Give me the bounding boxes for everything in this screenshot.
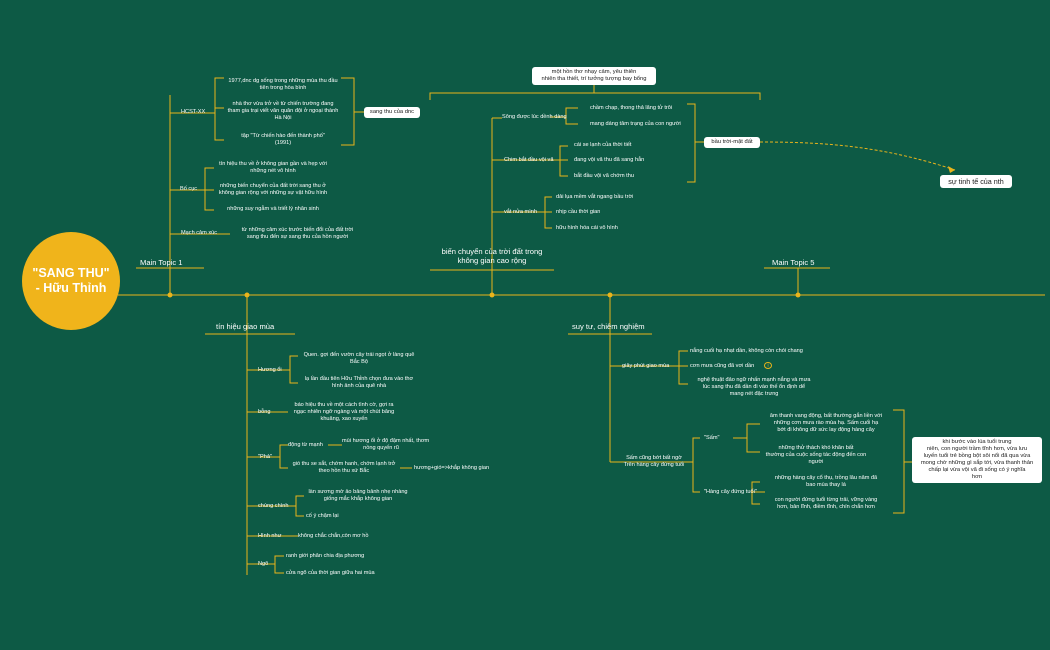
node-sam-1[interactable]: "Sấm": [704, 435, 720, 441]
node-pha-b-item[interactable]: hương+gió=>khắp không gian: [414, 465, 490, 471]
node-huongoi-item-2[interactable]: lạ lần đầu tiên Hữu Thỉnh chọn đưa vào t…: [304, 376, 414, 389]
node-huongoi[interactable]: Hương ổi: [258, 367, 282, 373]
node-may-item-3[interactable]: hữu hình hóa cái vô hình: [556, 225, 618, 231]
bottom-topic-2[interactable]: suy tư, chiêm nghiệm: [572, 322, 645, 331]
main-topic-5[interactable]: Main Topic 5: [772, 258, 815, 267]
node-pha[interactable]: "Phả": [258, 454, 272, 460]
node-bong-item[interactable]: báo hiệu thu về một cách tình cờ, gợi ra…: [293, 402, 395, 422]
node-pha-a-item[interactable]: mùi hương ổi ở độ đậm nhất, thơm nồng qu…: [342, 438, 430, 451]
node-bocuc-item-1[interactable]: tín hiệu thu về ở không gian gần và hẹp …: [219, 161, 327, 174]
node-huongoi-item-1[interactable]: Quen. gợi đến vườn cây trái ngọt ở làng …: [303, 352, 415, 365]
node-song[interactable]: Sông được lúc dềnh dàng: [502, 114, 567, 120]
node-ngo-item-2[interactable]: cửa ngõ của thời gian giữa hai mùa: [286, 570, 375, 576]
node-ngo[interactable]: Ngõ: [258, 561, 269, 567]
node-may-item-1[interactable]: dải lụa mềm vắt ngang bầu trời: [556, 194, 634, 200]
box-hcst-summary[interactable]: sang thu của dnc: [364, 107, 420, 118]
info-icon[interactable]: i: [764, 362, 772, 369]
node-chim-item-1[interactable]: cái se lạnh của thời tiết: [574, 142, 632, 148]
node-chim-item-3[interactable]: bắt đầu vội vã chớm thu: [574, 173, 634, 179]
node-bocuc[interactable]: Bố cục: [180, 186, 198, 192]
node-chim-item-2[interactable]: đang vội vã thu đã sang hẳn: [574, 157, 645, 163]
node-giay-item-1[interactable]: nắng cuối hạ nhạt dần, không còn chói ch…: [690, 348, 803, 354]
node-mach-item[interactable]: từ những cảm xúc trước biến đổi của đất …: [241, 227, 354, 240]
node-sam-2-item-1[interactable]: những hàng cây cổ thụ, trồng lâu năm đã …: [774, 475, 878, 488]
node-chungchinh-item-2[interactable]: cố ý chậm lại: [306, 513, 339, 519]
node-sam-1-item-2[interactable]: những thử thách khó khăn bất thường của …: [765, 445, 867, 465]
node-sam-2-item-2[interactable]: con người đứng tuổi từng trải, vững vàng…: [774, 497, 878, 510]
node-giay[interactable]: giây phút giao mùa: [622, 363, 670, 369]
node-sam-2[interactable]: "Hàng cây đứng tuổi": [704, 489, 757, 495]
node-chungchinh[interactable]: chùng chình: [258, 503, 289, 509]
node-giay-item-3[interactable]: nghệ thuật đảo ngữ nhấn mạnh nắng và mưa…: [697, 377, 811, 397]
node-bocuc-item-3[interactable]: những suy ngẫm và triết lý nhân sinh: [227, 206, 319, 212]
node-hcst-item-1[interactable]: 1977,dnc dg sống trong những mùa thu đầu…: [228, 78, 338, 91]
node-mach[interactable]: Mạch cảm xúc: [181, 230, 218, 236]
bottom-topic-1[interactable]: tín hiệu giao mùa: [216, 322, 275, 331]
node-sam[interactable]: Sấm cũng bớt bất ngờ Trên hàng cây đứng …: [623, 455, 685, 468]
node-hcst[interactable]: HCST-XX: [181, 109, 206, 115]
box-subtlety[interactable]: sự tinh tế của nth: [940, 175, 1012, 188]
node-hinhnhu[interactable]: Hình như: [258, 533, 282, 539]
central-topic[interactable]: "SANG THU" - Hữu Thỉnh: [22, 232, 120, 330]
node-chim[interactable]: Chim bắt đầu vội vã: [504, 157, 554, 163]
node-bong[interactable]: bỗng: [258, 409, 271, 415]
node-sam-1-item-1[interactable]: âm thanh vang động, bất thường gắn liền …: [769, 413, 883, 433]
node-song-item-1[interactable]: chầm chạp, thong thả lãng tử trôi: [590, 105, 673, 111]
node-pha-a[interactable]: động từ mạnh: [288, 442, 323, 448]
node-hinhnhu-item[interactable]: không chắc chắn,còn mơ hồ: [298, 533, 369, 539]
node-giay-item-2[interactable]: cơn mưa cũng đã vơi dần: [690, 363, 755, 369]
box-sky-earth[interactable]: bầu trời-mặt đất: [704, 137, 760, 148]
box-poet-soul[interactable]: một hồn thơ nhạy cảm, yêu thiên nhiên th…: [532, 67, 656, 85]
node-song-item-2[interactable]: mang dáng tâm trạng của con người: [590, 121, 681, 127]
node-may-item-2[interactable]: nhịp cầu thời gian: [556, 209, 601, 215]
node-may[interactable]: vắt nửa mình: [504, 209, 537, 215]
node-chungchinh-item-1[interactable]: làn sương mờ ảo bảng bảnh nhẹ nhàng giốn…: [308, 489, 408, 502]
node-ngo-item-1[interactable]: ranh giới phân chia địa phương: [286, 553, 365, 559]
central-topic-title: "SANG THU": [32, 266, 110, 280]
node-hcst-item-3[interactable]: tập "Từ chiến hào đến thành phố" (1991): [241, 133, 325, 146]
box-middle-age[interactable]: khi bước vào lúa tuổi trung niên, con ng…: [912, 437, 1042, 483]
node-bocuc-item-2[interactable]: những biến chuyển của đất trời sang thu …: [218, 183, 328, 196]
main-topic-2[interactable]: biến chuyển của trời đất trong không gia…: [441, 247, 543, 265]
central-topic-author: - Hữu Thỉnh: [35, 281, 107, 295]
node-pha-b[interactable]: gió thu se sắt, chớm hanh, chớm lạnh trở…: [292, 461, 396, 474]
node-hcst-item-2[interactable]: nhà thơ vừa trở về từ chiến trường đang …: [227, 101, 339, 121]
main-topic-1[interactable]: Main Topic 1: [140, 258, 183, 267]
